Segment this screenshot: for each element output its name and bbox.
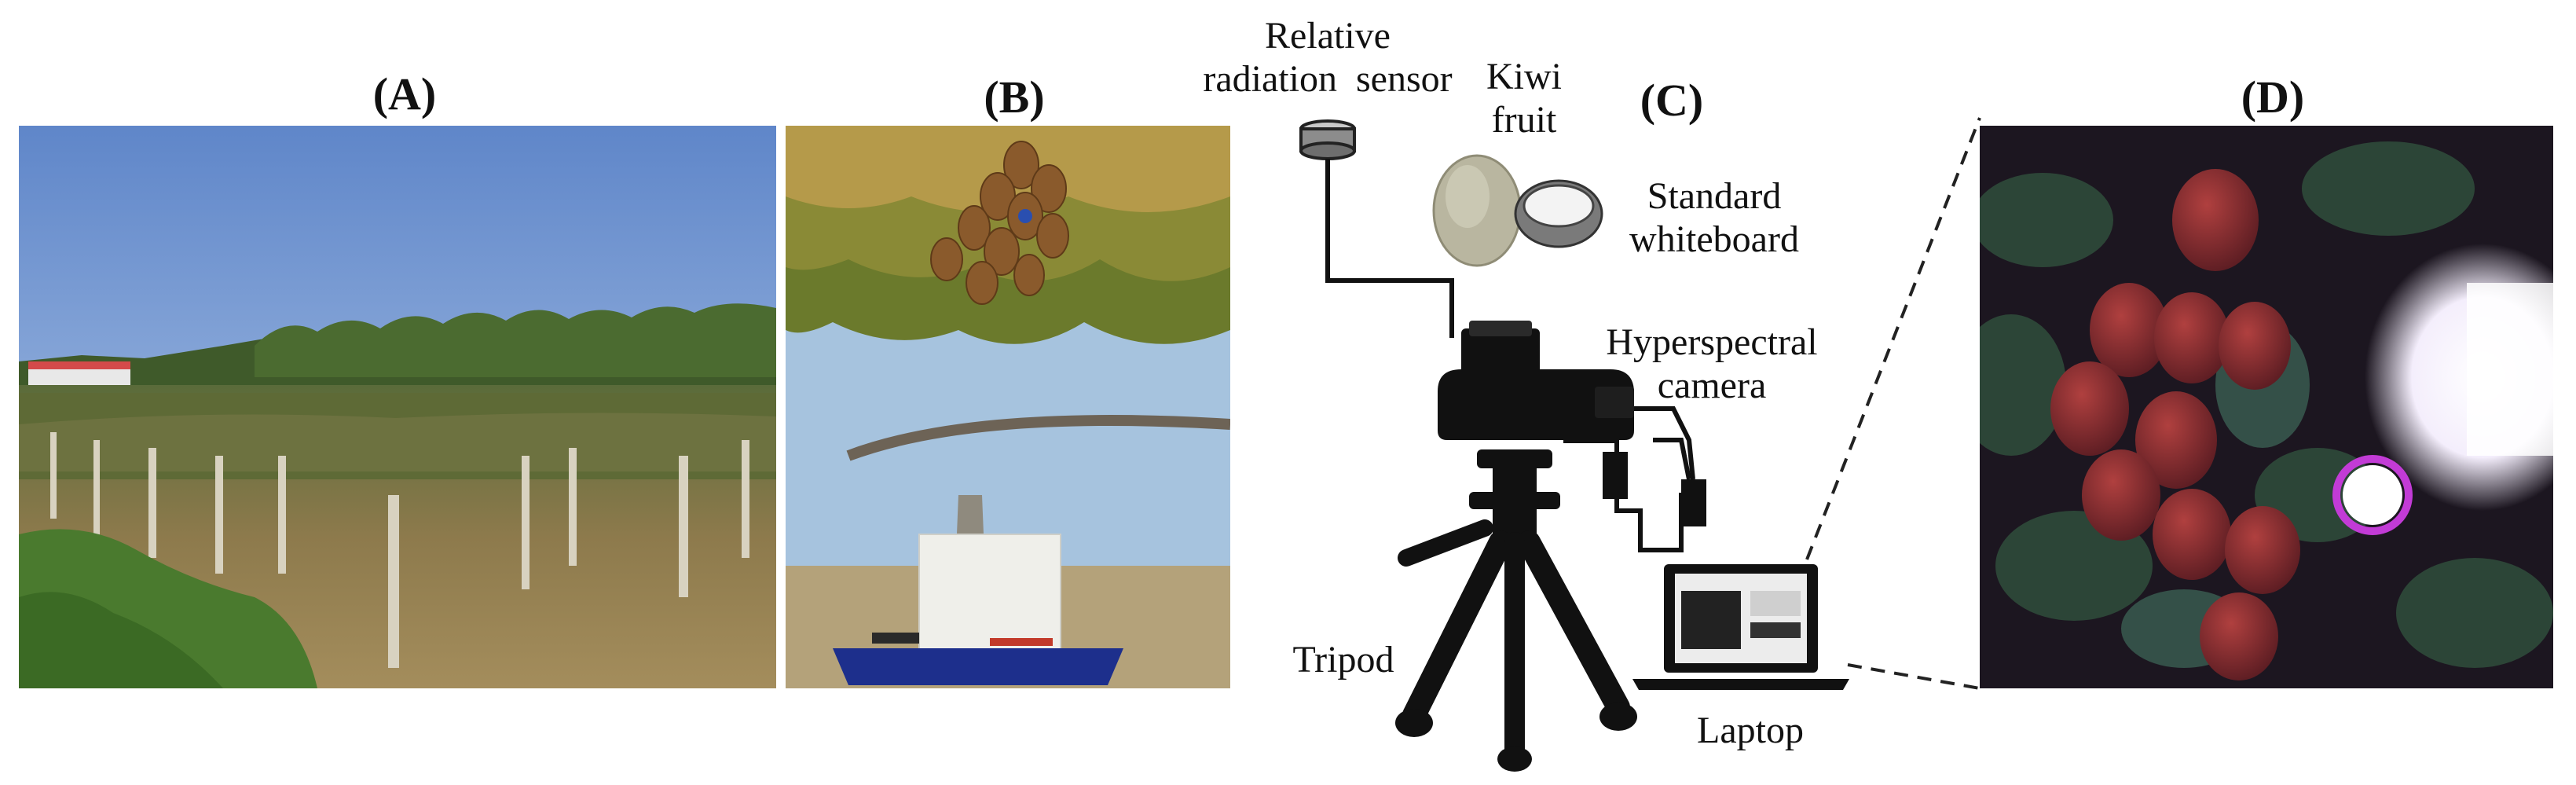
hyperspectral-kiwi-illustration [1980,126,2553,688]
usb-connector [1603,452,1628,499]
sensor-label: Relative radiation sensor [1178,14,1477,101]
panel-label-c: (C) [1640,75,1704,126]
laptop-icon [1632,564,1849,690]
panel-label-d: (D) [2241,72,2305,123]
kiwi-vine-illustration [786,126,1230,688]
zoom-line-bottom [1847,663,1981,690]
camera-label: Hyperspectral camera [1582,321,1841,407]
whiteboard-label-line1: Standard [1647,175,1782,217]
panel-label-b: (B) [984,72,1045,123]
tripod-label: Tripod [1292,639,1394,680]
radiation-sensor-icon [1299,119,1356,160]
equipment-tray [833,648,1123,685]
whiteboard-icon [1514,179,1603,248]
sensor-label-line1: Relative [1265,15,1391,57]
orchard-landscape-illustration [19,126,776,688]
camera-label-line1: Hyperspectral [1606,321,1818,363]
whiteboard-label-line2: whiteboard [1629,218,1799,261]
kiwi-fruit-icon [1432,154,1522,267]
sensor-cable [1325,159,1454,338]
camera-cable [1614,440,1697,552]
tripod-icon [1395,449,1637,772]
kiwi-label-line2: fruit [1491,99,1557,141]
whiteboard-label: Standard whiteboard [1612,174,1816,261]
orchard-landscape-photo [19,126,776,688]
panel-label-a: (A) [372,68,437,119]
instrument-box [918,534,1061,653]
kiwi-vine-photo [786,126,1230,688]
laptop-label: Laptop [1697,710,1804,751]
kiwi-label-line1: Kiwi [1486,56,1562,97]
sensor-label-line2: radiation sensor [1203,58,1453,101]
hyperspectral-kiwi-image [1980,126,2553,688]
kiwi-label: Kiwi fruit [1477,55,1571,141]
camera-label-line2: camera [1657,365,1767,407]
